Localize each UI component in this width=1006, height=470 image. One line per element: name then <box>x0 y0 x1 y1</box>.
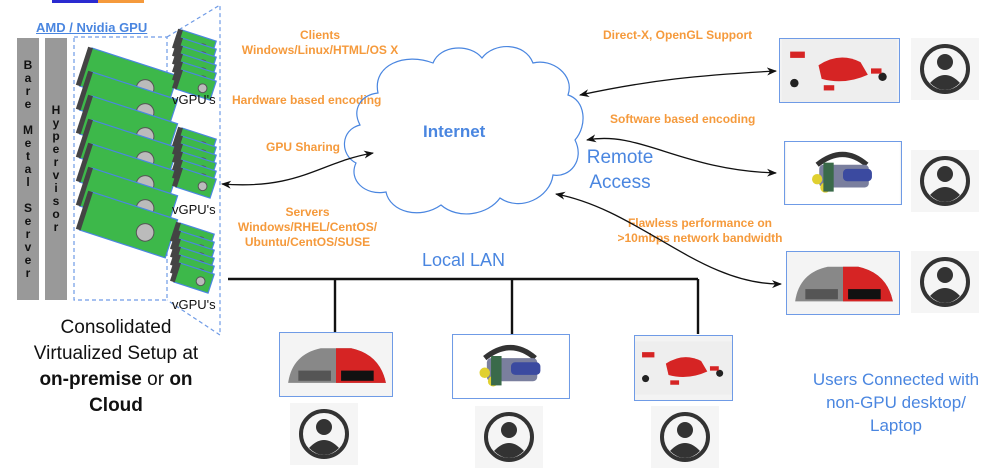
user-avatar-icon <box>911 150 979 212</box>
remote-access-line-1: Remote <box>586 147 654 168</box>
caption-on-premise: on-premise <box>39 369 142 390</box>
user-avatar-icon <box>911 251 979 313</box>
column-letter: a <box>24 70 32 85</box>
vgpu-card <box>172 68 217 101</box>
column-letter: r <box>53 220 59 234</box>
caption-or: or <box>141 369 170 390</box>
lan-screen-engine <box>452 334 570 399</box>
column-letter: e <box>24 96 32 111</box>
vgpu-card <box>170 261 215 294</box>
caption-line-3: on-premise or on <box>0 367 232 393</box>
column-letter: B <box>23 57 33 72</box>
column-letter: l <box>26 174 30 189</box>
column-letter: v <box>24 239 32 254</box>
servers-os-1: Windows/RHEL/CentOS/ <box>237 220 378 234</box>
column-letter: y <box>52 116 60 130</box>
vgpu-label-3: vGPU's <box>172 297 216 312</box>
remote-access-label: Remote Access <box>585 145 655 195</box>
internet-label: Internet <box>423 122 486 141</box>
gpu-card <box>75 190 179 259</box>
header-bar-blue <box>52 0 98 3</box>
column-letter: v <box>52 168 60 182</box>
column-letter: e <box>24 252 32 267</box>
clients-label: Clients Windows/Linux/HTML/OS X <box>230 28 410 58</box>
column-letter: e <box>52 142 60 156</box>
column-letter: s <box>52 194 60 208</box>
users-caption-line-2: non-GPU desktop/ <box>826 393 966 412</box>
gpu-sharing-label: GPU Sharing <box>266 140 341 154</box>
caption-line-2: Virtualized Setup at <box>33 343 199 364</box>
clients-title: Clients <box>299 28 340 42</box>
hardware-encoding-label: Hardware based encoding <box>232 93 382 107</box>
column-letter: r <box>25 226 31 241</box>
remote-arrow-3 <box>555 191 782 289</box>
users-caption-line-3: Laptop <box>870 416 922 435</box>
column-letter: r <box>25 83 31 98</box>
servers-label: Servers Windows/RHEL/CentOS/ Ubuntu/Cent… <box>225 205 390 250</box>
column-letter: o <box>52 207 60 221</box>
remote-arrow-2 <box>586 134 777 177</box>
gpu-stack-illustration <box>73 3 221 337</box>
column-letter: i <box>54 181 58 195</box>
software-encoding-label: Software based encoding <box>610 112 756 126</box>
caption-on: on <box>169 369 193 390</box>
column-letter: a <box>24 161 32 176</box>
user-avatar-icon <box>651 406 719 468</box>
header-bar-orange <box>98 0 144 3</box>
column-letter: r <box>53 155 59 169</box>
servers-title: Servers <box>285 205 330 219</box>
column-letter: e <box>24 135 32 150</box>
local-lan-label: Local LAN <box>422 250 506 270</box>
remote-access-line-2: Access <box>589 172 651 193</box>
caption-line-4: Cloud <box>0 393 232 419</box>
remote-screen-exploded-car <box>779 38 900 103</box>
lan-screen-half-car <box>279 332 393 397</box>
clients-os: Windows/Linux/HTML/OS X <box>241 43 399 57</box>
setup-caption: Consolidated Virtualized Setup at on-pre… <box>0 315 232 419</box>
caption-line-1: Consolidated <box>60 317 172 338</box>
gpu-title: AMD / Nvidia GPU <box>36 20 148 35</box>
user-avatar-icon <box>911 38 979 100</box>
column-letter: e <box>24 213 32 228</box>
column-letter: S <box>23 200 32 215</box>
remote-screen-engine <box>784 141 902 205</box>
vgpu-label-1: vGPU's <box>172 92 216 107</box>
servers-os-2: Ubuntu/CentOS/SUSE <box>244 235 371 249</box>
user-avatar-icon <box>475 406 543 468</box>
users-caption-line-1: Users Connected with <box>812 370 980 389</box>
column-letter: r <box>25 265 31 280</box>
column-letter: t <box>26 148 30 163</box>
vgpu-label-2: vGPU's <box>172 202 216 217</box>
lan-screen-exploded-car <box>634 335 733 401</box>
remote-screen-half-car <box>786 251 900 315</box>
column-letter: p <box>52 129 60 143</box>
directx-label: Direct-X, OpenGL Support <box>603 28 753 42</box>
users-caption: Users Connected with non-GPU desktop/ La… <box>786 368 1006 437</box>
gpu-sharing-arrow <box>221 150 374 189</box>
column-letter: H <box>51 103 61 117</box>
user-avatar-icon <box>290 403 358 465</box>
column-letter: M <box>23 122 33 137</box>
caption-cloud: Cloud <box>89 395 143 416</box>
remote-arrow-1 <box>579 67 777 98</box>
vgpu-card <box>172 166 217 199</box>
